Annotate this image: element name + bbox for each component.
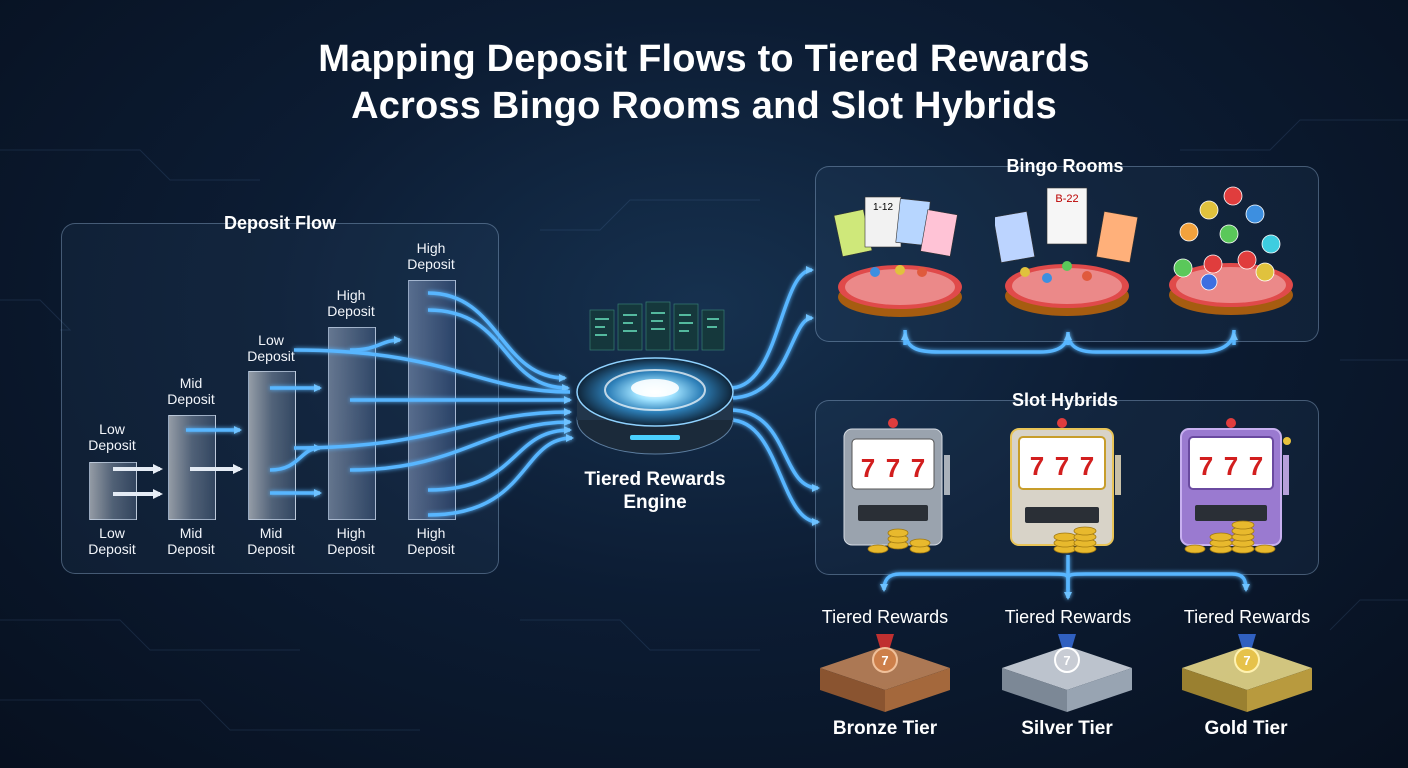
bingo-rooms-title: Bingo Rooms <box>1006 156 1124 176</box>
svg-text:7: 7 <box>861 453 875 483</box>
svg-text:7: 7 <box>1243 653 1250 668</box>
engine-flow-6 <box>349 418 572 472</box>
svg-text:7: 7 <box>1080 451 1094 481</box>
engine-flow-7 <box>427 426 572 492</box>
engine-to-slots-1 <box>729 408 820 492</box>
svg-text:7: 7 <box>881 653 888 668</box>
svg-text:7: 7 <box>1249 451 1263 481</box>
deposit-flow-line-5 <box>349 336 402 352</box>
engine-flow-3 <box>293 348 571 394</box>
tier-heading-silver: Tiered Rewards <box>1004 607 1132 627</box>
engine-flow-8 <box>427 434 574 517</box>
slot-machine-1: 7 7 7 <box>843 418 950 554</box>
tier-heading-bronze: Tiered Rewards <box>821 607 949 627</box>
svg-text:7: 7 <box>1063 653 1070 668</box>
deposit-bar-3 <box>248 371 296 520</box>
tier-name-silver: Silver Tier <box>1021 718 1113 739</box>
slot-machine-2: 7 7 7 <box>1010 418 1121 554</box>
bronze-medal-icon: 7 <box>820 634 950 712</box>
bingo-room-1: 1-12 <box>833 196 962 317</box>
tier-name-bronze: Bronze Tier <box>832 718 938 739</box>
title-line-1: Mapping Deposit Flows to Tiered Rewards <box>318 38 1090 80</box>
deposit-bar-4 <box>328 327 376 520</box>
svg-text:7: 7 <box>1224 451 1238 481</box>
slot-machine-3: 7 7 7 <box>1180 418 1291 554</box>
tier-heading-gold: Tiered Rewards <box>1183 607 1311 627</box>
svg-text:B-22: B-22 <box>1055 193 1078 205</box>
bingo-room-2: B-22 <box>995 187 1139 316</box>
svg-text:7: 7 <box>911 453 925 483</box>
engine-flow-5 <box>293 408 572 450</box>
silver-medal-icon: 7 <box>1002 634 1132 712</box>
title-line-2: Across Bingo Rooms and Slot Hybrids <box>351 85 1057 127</box>
svg-text:7: 7 <box>1055 451 1069 481</box>
deposit-flow-line-3 <box>269 444 322 472</box>
page-title: Mapping Deposit Flows to Tiered Rewards … <box>0 36 1408 130</box>
svg-text:7: 7 <box>1199 451 1213 481</box>
deposit-bar-1 <box>89 462 137 520</box>
engine-to-slots-2 <box>729 418 820 526</box>
tier-name-gold: Gold Tier <box>1204 718 1288 739</box>
bingo-room-3 <box>1169 186 1293 315</box>
svg-text:1-12: 1-12 <box>873 202 893 213</box>
engine-flow-2 <box>427 308 570 392</box>
svg-text:7: 7 <box>886 453 900 483</box>
engine-to-bingo-2 <box>729 314 814 400</box>
rewards-engine-icon <box>576 301 734 455</box>
svg-text:7: 7 <box>1030 451 1044 481</box>
engine-flow-1 <box>427 291 567 382</box>
engine-to-bingo-1 <box>729 266 814 390</box>
gold-medal-icon: 7 <box>1182 634 1312 712</box>
deposit-flow-title: Deposit Flow <box>224 213 336 233</box>
slot-hybrids-title: Slot Hybrids <box>1011 390 1118 410</box>
